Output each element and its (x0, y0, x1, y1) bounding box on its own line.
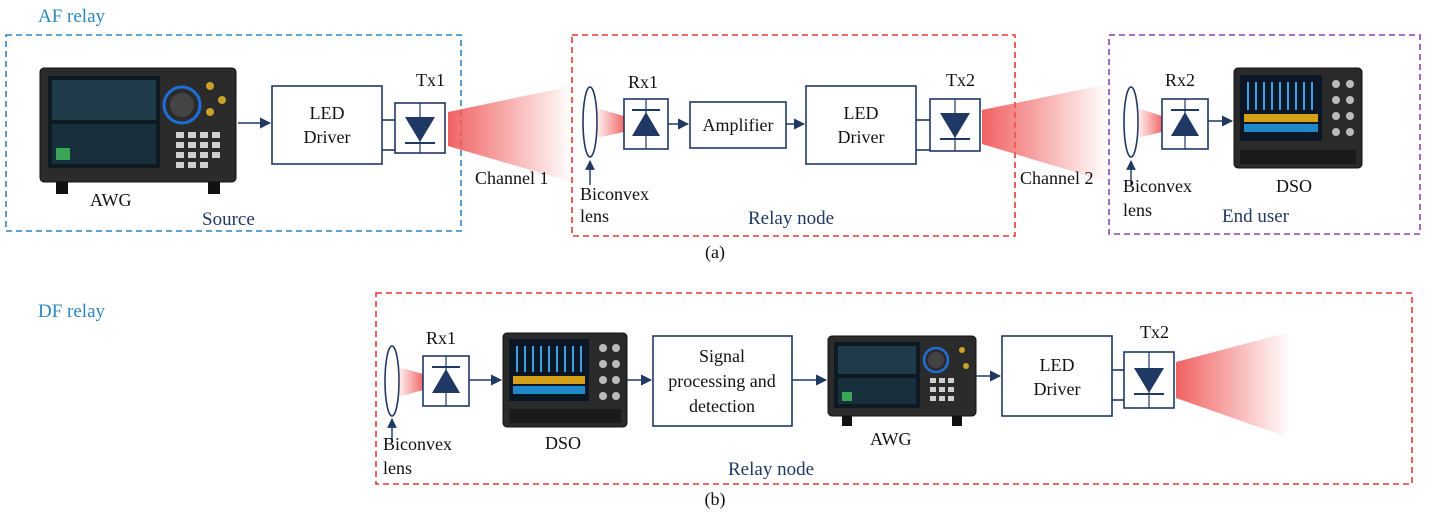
caption-b: (b) (705, 489, 726, 510)
tx2-label-a: Tx2 (946, 70, 975, 90)
led-driver-2-line1: LED (844, 103, 879, 123)
rx1-b-incoming-beam (398, 367, 423, 397)
biconvex-lens-b (384, 345, 400, 417)
dso-device-a (1233, 67, 1363, 169)
rx1-incoming-beam (596, 108, 624, 138)
df-title: DF relay (38, 301, 106, 322)
led-driver-1-line2: Driver (304, 127, 351, 147)
biconvex-lens-1 (582, 86, 598, 158)
lens1-label-1: Biconvex (580, 184, 649, 204)
af-title: AF relay (38, 6, 106, 27)
channel2-beam (982, 84, 1108, 182)
led-driver-b-line2: Driver (1034, 379, 1081, 399)
amplifier-label: Amplifier (703, 115, 774, 135)
tx2-b-beam (1176, 332, 1290, 438)
channel1-beam (448, 86, 572, 182)
channel1-label: Channel 1 (475, 168, 549, 188)
source-label: Source (202, 209, 255, 230)
caption-a: (a) (705, 242, 725, 263)
rx2-label: Rx2 (1165, 70, 1195, 90)
processing-line2: processing and (668, 371, 775, 391)
led-driver-2 (805, 85, 917, 165)
led-driver-b (1001, 335, 1113, 417)
rx1-label-a: Rx1 (628, 72, 658, 92)
lens2-label-1: Biconvex (1123, 176, 1192, 196)
awg-device-a (39, 67, 237, 194)
end-user-box (1108, 34, 1421, 235)
tx2-led-icon-a (929, 98, 981, 152)
led-driver-b-line1: LED (1040, 355, 1075, 375)
signal-processing-block (652, 335, 793, 427)
rx2-photodiode-icon (1161, 98, 1209, 150)
rx1-label-b: Rx1 (426, 328, 456, 348)
relay-box-b (375, 292, 1413, 485)
biconvex-lens-2 (1123, 86, 1139, 158)
tx1-led-icon (394, 102, 446, 154)
processing-line3: detection (689, 396, 755, 416)
processing-line1: Signal (699, 346, 745, 366)
lens1-label-2: lens (580, 206, 609, 226)
lens2-label-2: lens (1123, 200, 1152, 220)
rx1-b-photodiode-icon (422, 355, 470, 407)
tx2-label-b: Tx2 (1140, 322, 1169, 342)
awg-device-b (827, 335, 977, 426)
relay-label-a: Relay node (748, 208, 834, 229)
amplifier-block (689, 101, 787, 149)
led-driver-1-line1: LED (310, 103, 345, 123)
channel2-label: Channel 2 (1020, 168, 1094, 188)
lens-b-label-1: Biconvex (383, 434, 452, 454)
lens-b-label-2: lens (383, 458, 412, 478)
end-user-label: End user (1222, 206, 1290, 227)
led-driver-2-line2: Driver (838, 127, 885, 147)
awg-label-b: AWG (870, 429, 912, 449)
rx2-incoming-beam (1137, 108, 1162, 138)
tx2-led-icon-b (1123, 351, 1175, 409)
awg-label-a: AWG (90, 190, 132, 210)
relay-label-b: Relay node (728, 459, 814, 480)
tx1-label: Tx1 (416, 70, 445, 90)
dso-label-a: DSO (1276, 176, 1312, 196)
dso-device-b (502, 332, 628, 428)
rx1-photodiode-icon (623, 98, 669, 150)
dso-label-b: DSO (545, 433, 581, 453)
led-driver-1 (271, 85, 383, 165)
